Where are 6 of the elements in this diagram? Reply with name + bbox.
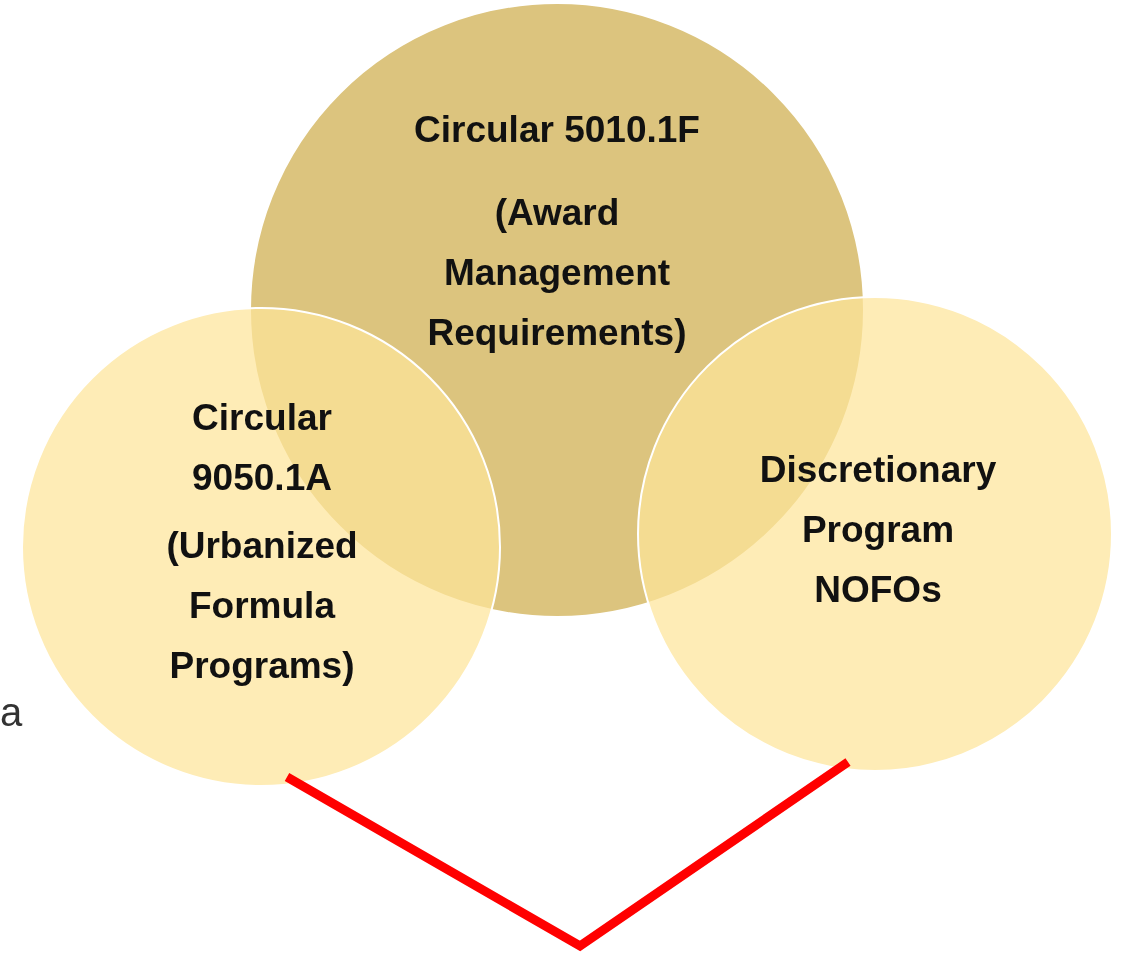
text-fragment: a xyxy=(0,690,23,735)
circle-text: (Urbanized Formula Programs) xyxy=(165,524,359,688)
circle-heading: Circular 9050.1A xyxy=(191,396,333,500)
circle-text: Discretionary Program NOFOs xyxy=(758,448,998,612)
circle-heading: Circular 5010.1F xyxy=(413,108,701,152)
circle-text: (Award Management Requirements) xyxy=(426,191,688,355)
